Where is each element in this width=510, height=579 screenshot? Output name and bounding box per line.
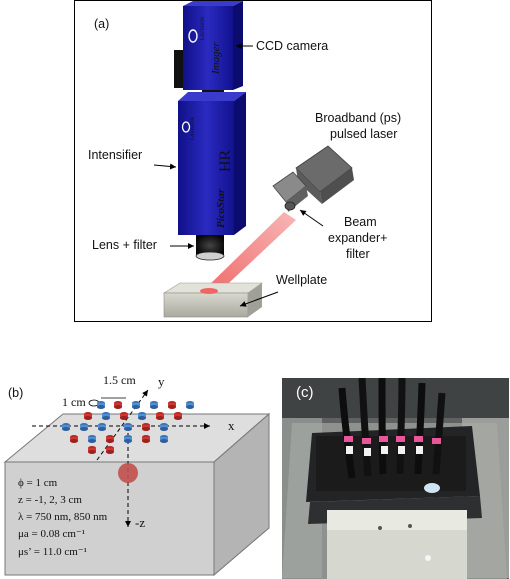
well-blue: [102, 412, 110, 420]
z-axis-label: -z: [135, 515, 145, 530]
camera-imager-text: Imager: [210, 42, 222, 75]
well-red: [142, 435, 150, 443]
camera-brand-text: LAVISION: [201, 17, 206, 40]
well-blue: [150, 401, 158, 409]
well-red: [120, 412, 128, 420]
well-blue: [124, 423, 132, 431]
wellplate-illustration: [162, 282, 263, 318]
well-red: [174, 412, 182, 420]
well-red: [168, 401, 176, 409]
beam-expander-leader-arrow: [299, 209, 324, 227]
well-blue: [160, 435, 168, 443]
well-blue: [186, 401, 194, 409]
beam-label-line2: expander+: [328, 231, 387, 245]
well-red: [84, 412, 92, 420]
well-blue: [124, 435, 132, 443]
intensifier-label: Intensifier: [88, 148, 142, 162]
intensifier-illustration: LAVISION PicoStar HR: [178, 92, 246, 235]
intensifier-leader-arrow: [153, 163, 177, 170]
ccd-camera-illustration: LAVISION Imager: [174, 1, 243, 90]
well-red: [114, 401, 122, 409]
intensifier-brand-text: LAVISION: [191, 117, 196, 140]
param-mus: μs’ = 11.0 cm⁻¹: [18, 546, 87, 558]
param-z: z = -1, 2, 3 cm: [18, 494, 82, 506]
param-phi: ϕ = 1 cm: [18, 477, 58, 489]
panel-c-photo: (c): [282, 378, 509, 579]
well-red: [70, 435, 78, 443]
well-blue: [88, 435, 96, 443]
well-blue: [80, 423, 88, 431]
well-blue: [97, 401, 105, 409]
panel-b-tag: (b): [8, 386, 23, 400]
beam-label-line3: filter: [346, 247, 370, 261]
phantom-box: [3, 412, 271, 577]
lens-label: Lens + filter: [92, 238, 157, 252]
well-red: [156, 412, 164, 420]
ccd-camera-label: CCD camera: [256, 39, 328, 53]
spacing-label: 1.5 cm: [103, 373, 136, 387]
wellplate-label: Wellplate: [276, 273, 327, 287]
param-lambda: λ = 750 nm, 850 nm: [18, 511, 108, 523]
wellplate-leader-arrow: [239, 291, 279, 307]
laser-label-line1: Broadband (ps): [315, 111, 401, 125]
well-red: [106, 435, 114, 443]
well-red: [106, 446, 114, 454]
y-axis-line: [96, 389, 149, 461]
x-axis-label: x: [228, 418, 235, 433]
intensifier-model-suffix: HR: [217, 149, 234, 172]
param-mua: μa = 0.08 cm⁻¹: [18, 528, 85, 540]
well-grid: [62, 401, 194, 454]
inclusion-sphere: [118, 463, 138, 483]
well-red: [88, 446, 96, 454]
laser-label-line2: pulsed laser: [330, 127, 397, 141]
photo-illustration: [282, 378, 509, 579]
panel-c-tag: (c): [296, 384, 314, 401]
laser-illustration: [272, 145, 354, 212]
well-blue: [132, 401, 140, 409]
well-blue: [62, 423, 70, 431]
well-blue: [138, 412, 146, 420]
laser-beam: [202, 212, 296, 295]
well-blue: [98, 423, 106, 431]
y-axis-label: y: [158, 374, 165, 389]
intensifier-model-text: PicoStar: [215, 188, 227, 228]
panel-a-frame: [74, 0, 432, 322]
panel-a-tag: (a): [94, 17, 109, 31]
well-blue: [160, 423, 168, 431]
well-red: [142, 423, 150, 431]
lens-illustration: [195, 235, 225, 261]
well-size-label: 1 cm: [62, 395, 86, 409]
beam-label-line1: Beam: [344, 215, 377, 229]
